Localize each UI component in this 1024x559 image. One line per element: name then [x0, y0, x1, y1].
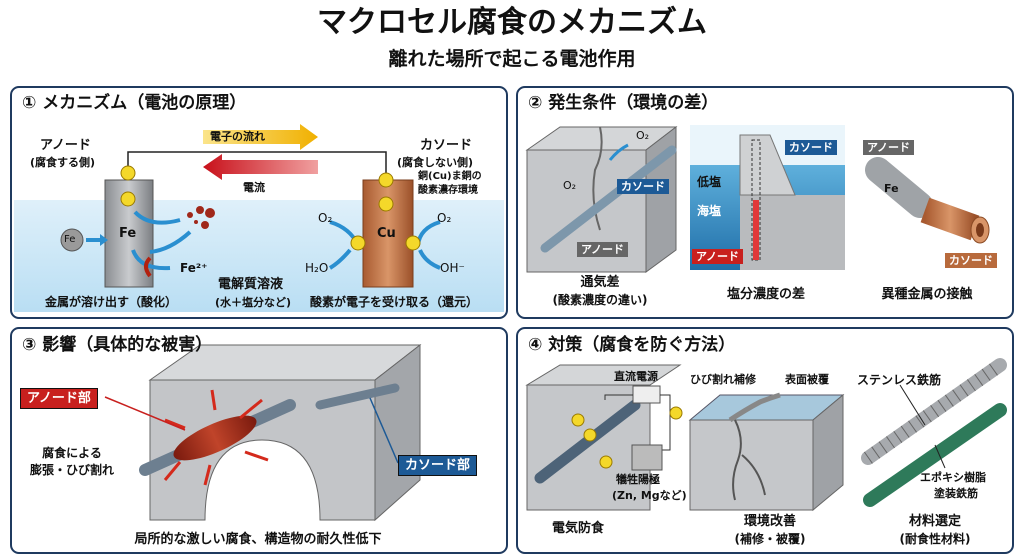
current-label: 電流	[243, 181, 265, 194]
cathode-part-tag: カソード部	[398, 455, 478, 476]
h2o-label: H₂O	[305, 261, 329, 275]
electron-flow-label: 電子の流れ	[210, 130, 265, 143]
o2-top: O₂	[636, 129, 650, 142]
sacrificial-anode-sub: (Zn, Mgなど)	[612, 489, 687, 502]
epoxy-label-2: 塗装鉄筋	[934, 487, 978, 500]
cathode-sub: (腐食しない側)	[397, 156, 474, 169]
panel-impact	[10, 327, 508, 554]
cathodic-caption: 電気防食	[551, 521, 605, 536]
cathode-tag: カソード	[785, 140, 837, 155]
panel2-title: ② 発生条件（環境の差）	[528, 93, 719, 113]
cathode-tag: カソード	[945, 253, 997, 268]
bridge-illustration	[104, 343, 422, 522]
o2-label: O₂	[563, 179, 577, 192]
electrolyte-label: 電解質溶液	[218, 277, 284, 292]
epoxy-label: エポキシ樹脂	[920, 471, 986, 484]
reduction-label: 酸素が電子を受け取る（還元）	[310, 295, 479, 309]
anode-tag: アノード	[577, 242, 629, 257]
page-subtitle: 離れた場所で起こる電池作用	[388, 48, 636, 70]
current-arrow	[203, 154, 318, 180]
panel-mechanism	[10, 86, 508, 319]
electrolyte-sub: (水＋塩分など)	[215, 296, 292, 309]
cathode-label: カソード	[420, 138, 473, 153]
expansion-label: 腐食による	[42, 446, 102, 460]
cathode-note-2: 酸素濃存環境	[418, 185, 478, 196]
aeration-caption-sub: (酸素濃度の違い)	[552, 293, 648, 307]
stainless-label: ステンレス鉄筋	[857, 373, 942, 387]
material-rebars	[861, 358, 1007, 507]
sacrificial-anode-label: 犠牲陽極	[616, 473, 660, 486]
sea-salt-label: 海塩	[697, 204, 722, 218]
o2-right: O₂	[437, 211, 452, 225]
material-caption: 材料選定	[908, 514, 962, 529]
fe-label: Fe	[884, 182, 899, 195]
fe-atom: Fe	[64, 234, 76, 245]
cathode-note: 銅(Cu)ま銅の	[418, 171, 482, 182]
cathodic-protection	[525, 364, 683, 511]
page-title: マクロセル腐食のメカニズム	[317, 5, 707, 40]
anode-label: アノード	[40, 138, 91, 153]
anode-part-tag: アノード部	[20, 388, 98, 409]
dc-power-label: 直流電源	[614, 370, 658, 383]
panel-conditions	[516, 86, 1014, 319]
salt-caption: 塩分濃度の差	[726, 287, 806, 302]
cathode-tag: カソード	[617, 179, 669, 194]
material-caption-sub: (耐食性材料)	[899, 532, 971, 546]
low-salt-label: 低塩	[697, 175, 722, 189]
electron-flow-arrow	[203, 124, 318, 150]
dissimilar-caption: 異種金属の接触	[881, 287, 973, 302]
fe-electrode-label: Fe	[119, 226, 137, 241]
electrochemical-cell	[14, 124, 504, 312]
fe-ion-label: Fe²⁺	[180, 261, 208, 275]
cu-electrode-label: Cu	[377, 226, 396, 241]
o2-left: O₂	[318, 211, 333, 225]
anode-tag: アノード	[692, 249, 744, 264]
panel3-title: ③ 影響（具体的な被害）	[22, 335, 213, 355]
anode-tag: アノード	[863, 140, 915, 155]
environment-block	[688, 392, 845, 512]
impact-caption: 局所的な激しい腐食、構造物の耐久性低下	[134, 532, 382, 547]
panel4-title: ④ 対策（腐食を防ぐ方法）	[528, 335, 736, 355]
oxidation-label: 金属が溶け出す（酸化）	[45, 295, 178, 309]
oh-label: OH⁻	[440, 261, 465, 275]
coating-label: 表面被覆	[785, 373, 829, 386]
crack-repair-label: ひび割れ補修	[690, 373, 756, 386]
anode-sub: (腐食する側)	[30, 156, 96, 169]
environment-caption: 環境改善	[743, 514, 797, 529]
dissimilar-pipe	[865, 157, 990, 244]
environment-caption-sub: (補修・被覆)	[734, 532, 806, 546]
aeration-caption: 通気差	[580, 275, 620, 290]
panel1-title: ① メカニズム（電池の原理）	[22, 93, 247, 113]
panel-countermeasures	[516, 327, 1014, 554]
expansion-label-2: 膨張・ひび割れ	[29, 463, 115, 477]
